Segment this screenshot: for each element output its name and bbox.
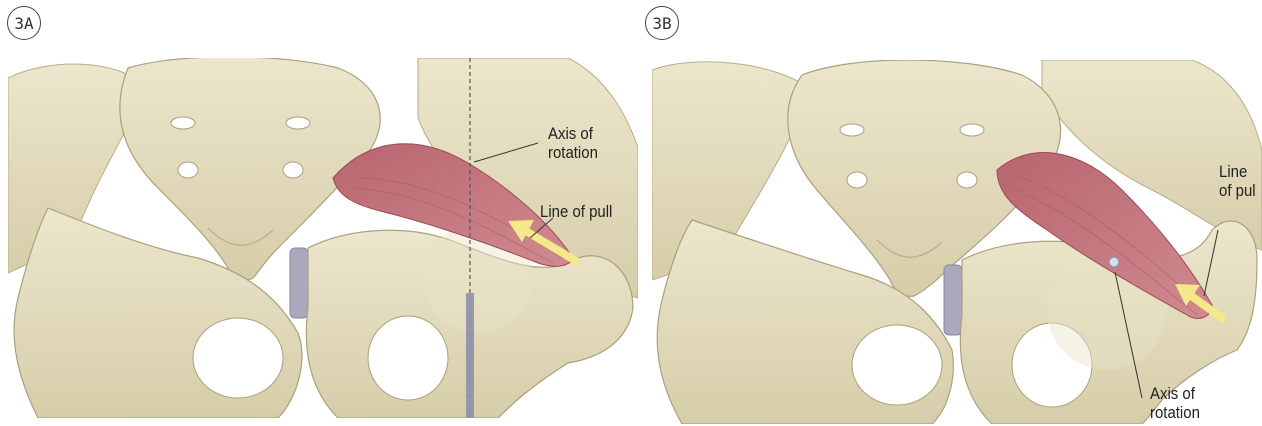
pull-label-line1: Line (1219, 162, 1256, 181)
axis-label-line2: rotation (548, 143, 598, 162)
pubic-disc (944, 265, 962, 335)
panel-3b: 3B (640, 0, 1262, 426)
axis-label-line2: rotation (1150, 403, 1200, 422)
axis-of-rotation-label-3a: Axis of rotation (548, 124, 598, 162)
line-of-pull-label-3a: Line of pull (540, 202, 612, 221)
panel-3a: 3A (0, 0, 640, 426)
pubic-disc (290, 248, 308, 318)
panel-badge-3b: 3B (645, 6, 679, 40)
axis-of-rotation-label-3b: Axis of rotation (1150, 384, 1200, 422)
pelvis-drawing-3a (8, 58, 638, 418)
line-of-pull-label-3b: Line of pul (1219, 162, 1256, 200)
panel-badge-3a: 3A (7, 6, 41, 40)
axis-label-line1: Axis of (548, 124, 598, 143)
axis-of-rotation-point (1109, 257, 1119, 267)
pelvis-illustration-3a (8, 58, 638, 418)
pull-label-line2: of pul (1219, 181, 1256, 200)
pelvis-drawing-3b (652, 60, 1262, 424)
axis-label-line1: Axis of (1150, 384, 1200, 403)
pelvis-illustration-3b (652, 60, 1262, 424)
